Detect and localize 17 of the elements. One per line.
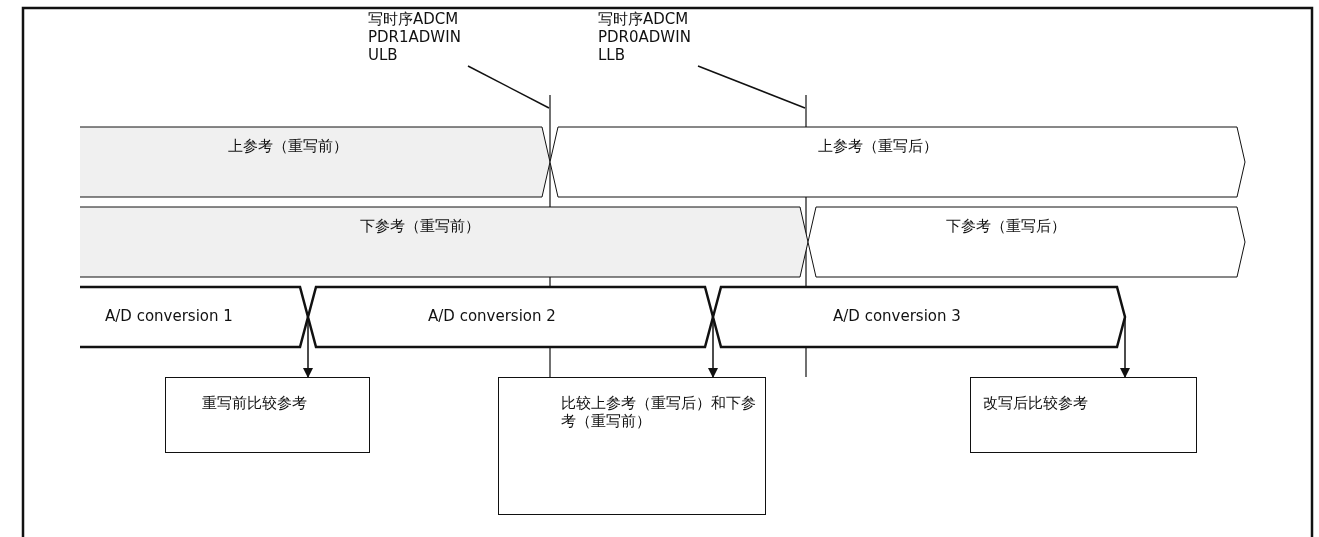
band-label: A/D conversion 3 [833, 307, 962, 325]
box-text: 比较上参考（重写后）和下参考（重写前） [561, 394, 757, 430]
box-text: 重写前比较参考 [202, 394, 308, 412]
process-box [165, 377, 370, 453]
leader-line [467, 65, 550, 109]
band-label: A/D conversion 2 [428, 307, 557, 325]
band-label: A/D conversion 1 [105, 307, 234, 325]
box-text: 改写后比较参考 [983, 394, 1089, 412]
band-label: 下参考（重写前） [360, 217, 481, 235]
band-label: 上参考（重写前） [228, 137, 349, 155]
process-box [970, 377, 1197, 453]
process-box [498, 377, 766, 515]
band-label: 上参考（重写后） [818, 137, 939, 155]
annotation-text: 写时序ADCM PDR1ADWIN ULB [368, 10, 468, 66]
annotation-text: 写时序ADCM PDR0ADWIN LLB [598, 10, 698, 66]
band-label: 下参考（重写后） [946, 217, 1067, 235]
leader-line [697, 65, 806, 109]
